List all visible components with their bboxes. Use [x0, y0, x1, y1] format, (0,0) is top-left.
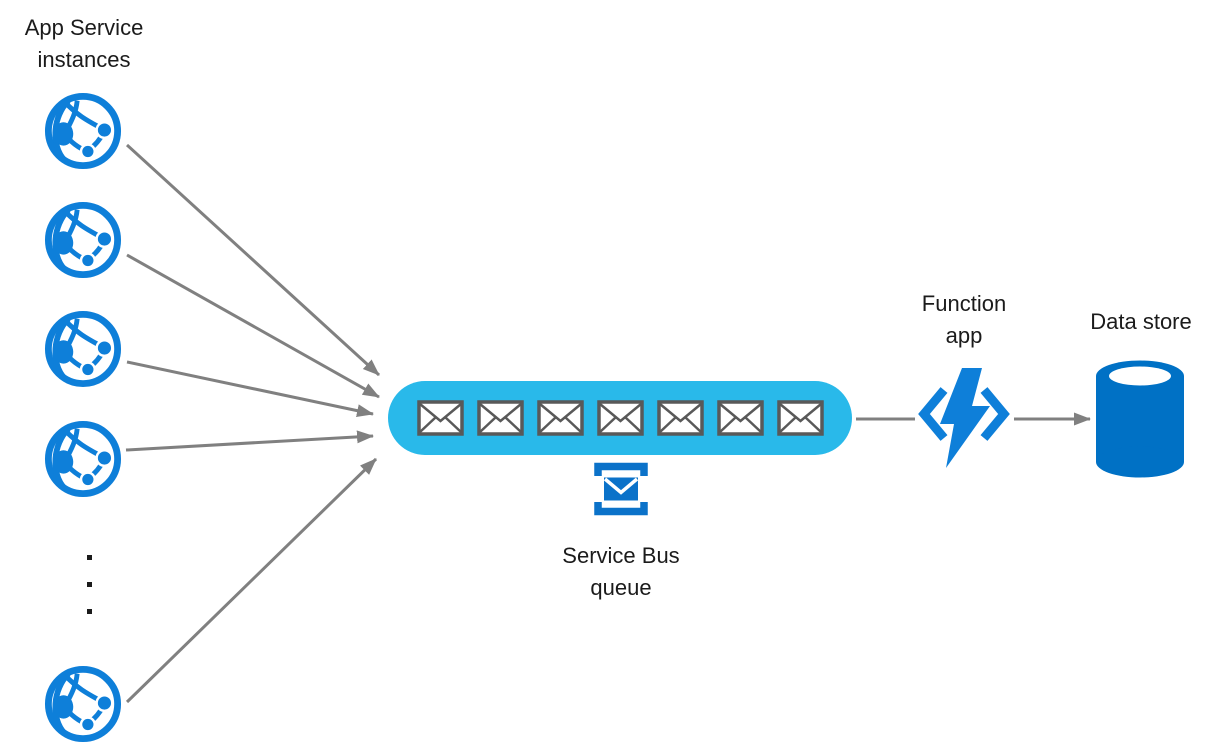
app-service-instance — [44, 92, 122, 170]
service-bus-label-line1: Service Bus — [562, 543, 680, 568]
message-envelope-icon — [656, 400, 704, 436]
app-service-instance — [44, 201, 122, 279]
app-service-globe-icon — [44, 310, 122, 388]
app-service-label-line1: App Service — [24, 15, 144, 40]
message-envelope-icon — [416, 400, 464, 436]
arrow-instance2-to-queue — [126, 253, 380, 399]
service-bus-label: Service Bus queue — [521, 540, 721, 604]
message-envelope-icon — [716, 400, 764, 436]
arrow-instance1-to-queue — [125, 143, 381, 377]
function-app-label-line1: Function — [921, 291, 1007, 316]
service-bus-queue-pill — [388, 381, 852, 455]
function-app-label: Function app — [889, 288, 1039, 352]
ellipsis-dot — [87, 609, 92, 614]
app-service-instance — [44, 420, 122, 498]
service-bus-queue-icon — [593, 461, 649, 517]
arrow-instance4-to-queue — [125, 430, 374, 452]
arrow-instance5-to-queue — [125, 457, 378, 704]
data-store-label-text: Data store — [1090, 309, 1192, 334]
ellipsis-dot — [87, 582, 92, 587]
more-instances-ellipsis — [87, 555, 92, 614]
app-service-globe-icon — [44, 420, 122, 498]
app-service-globe-icon — [44, 665, 122, 743]
message-envelope-icon — [776, 400, 824, 436]
function-app-bolt-icon — [914, 366, 1014, 468]
app-service-label-line2: instances — [37, 47, 131, 72]
service-bus-label-line2: queue — [590, 575, 652, 600]
message-envelope-icon — [536, 400, 584, 436]
app-service-instance — [44, 310, 122, 388]
app-service-instance — [44, 665, 122, 743]
message-envelope-icon — [476, 400, 524, 436]
app-service-label: App Service instances — [0, 12, 168, 76]
database-cylinder-icon — [1095, 360, 1185, 478]
message-envelope-icon — [596, 400, 644, 436]
data-store-label: Data store — [1061, 306, 1216, 338]
function-app-label-line2: app — [945, 323, 983, 348]
app-service-globe-icon — [44, 201, 122, 279]
app-service-globe-icon — [44, 92, 122, 170]
ellipsis-dot — [87, 555, 92, 560]
arrow-instance3-to-queue — [126, 360, 374, 418]
